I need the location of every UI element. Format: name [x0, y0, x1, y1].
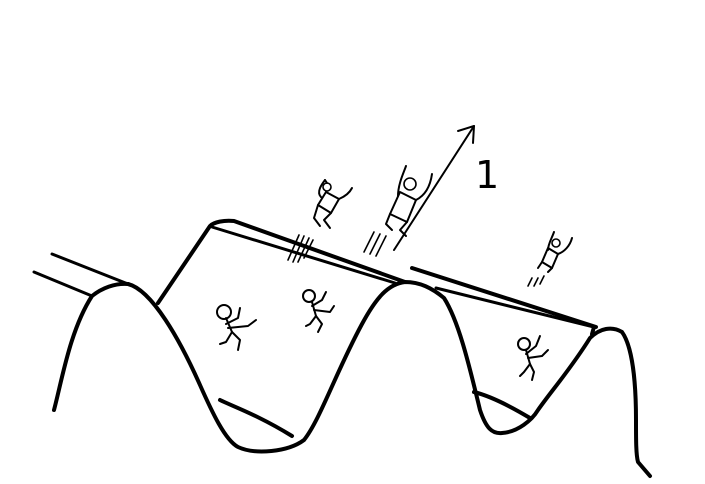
flying-stick-figure [363, 165, 433, 257]
water-block-2 [410, 266, 598, 420]
motion-arrow [393, 125, 475, 251]
left-partial-tooth [32, 252, 130, 412]
flying-stick-figure [527, 231, 573, 287]
arrow-label: 1 [475, 153, 499, 197]
stick-figure-in-water [216, 304, 257, 351]
wave-profile-outline [126, 280, 652, 478]
stick-figure-in-water [517, 335, 549, 381]
stick-figure-in-water [302, 289, 335, 333]
flying-stick-figure [287, 179, 353, 263]
water-block-1 [156, 218, 407, 438]
